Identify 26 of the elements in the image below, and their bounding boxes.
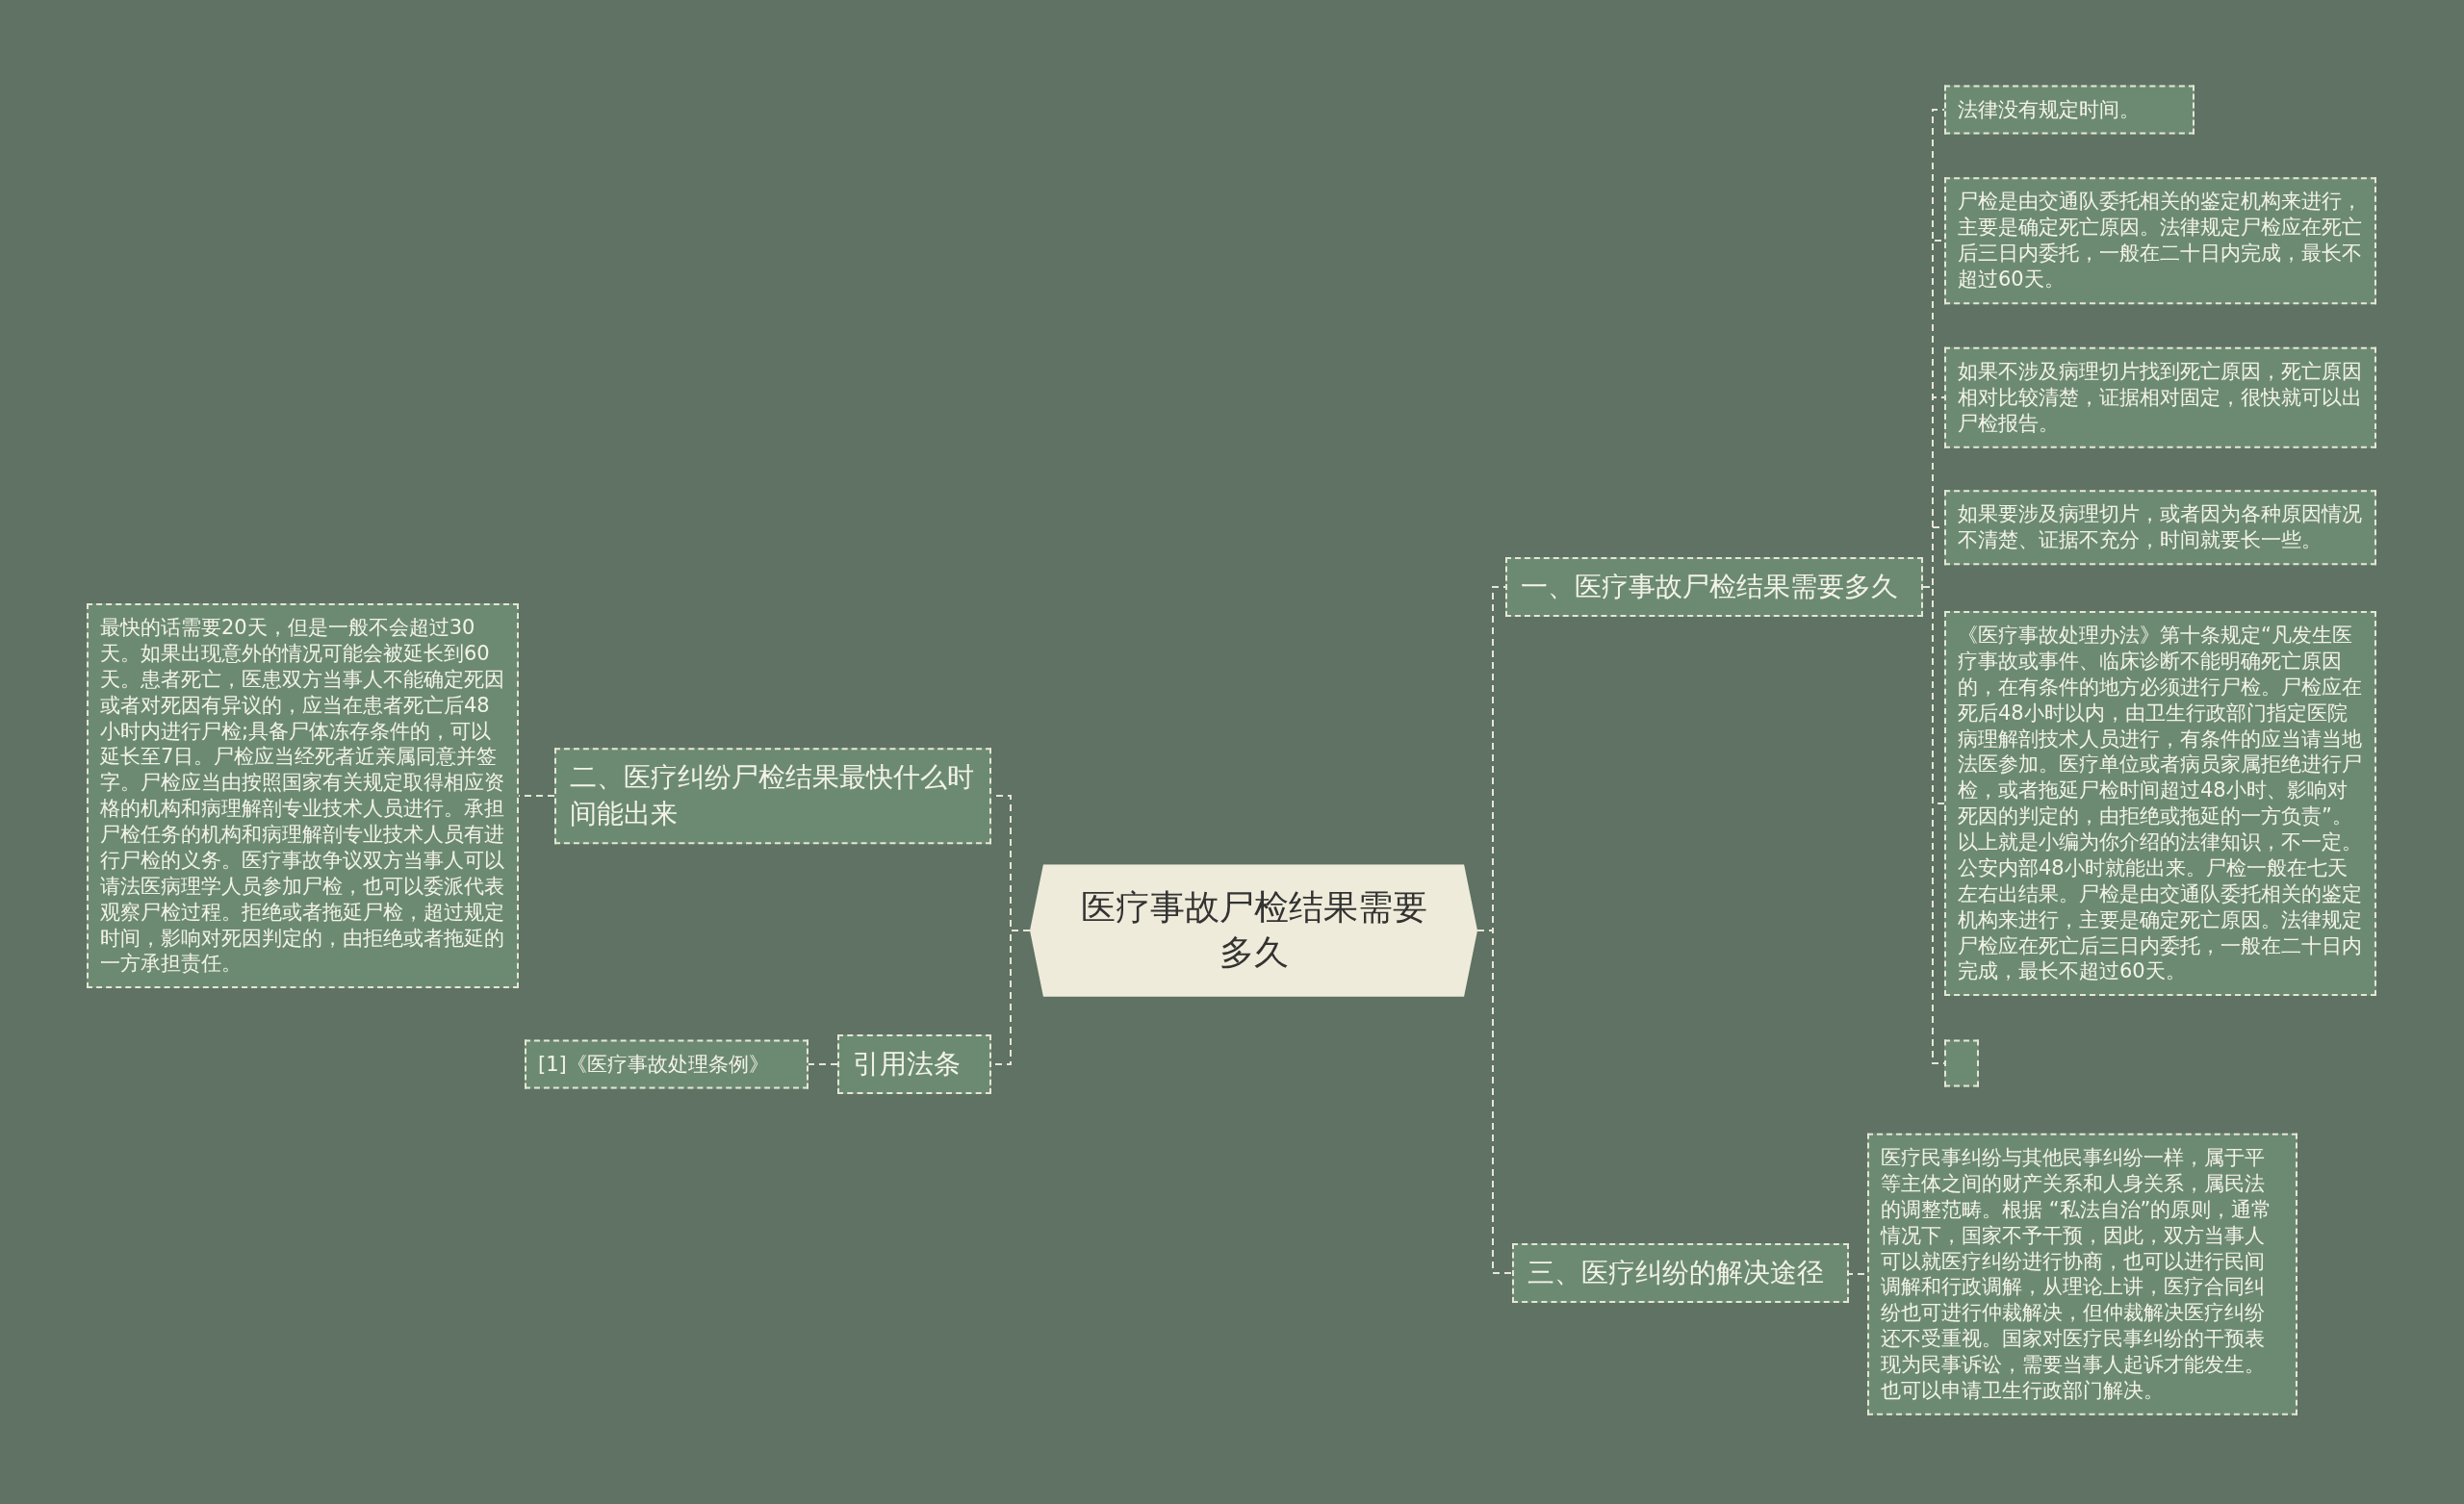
branch-box bbox=[554, 748, 991, 844]
note-box bbox=[1944, 177, 2376, 304]
note-text: 如果不涉及病理切片找到死亡原因，死亡原因相对比较清楚，证据相对固定，很快就可以出尸检报告。 bbox=[1958, 358, 2363, 437]
note-box bbox=[1944, 490, 2376, 565]
branch-box bbox=[837, 1034, 991, 1094]
empty-box bbox=[1944, 1039, 1979, 1087]
branch-box bbox=[1512, 1243, 1849, 1303]
central-topic bbox=[1030, 864, 1477, 997]
note-box bbox=[525, 1039, 808, 1089]
note-box bbox=[1867, 1133, 2297, 1415]
note-text: 法律没有规定时间。 bbox=[1958, 96, 2141, 123]
note-text: [1]《医疗事故处理条例》 bbox=[538, 1051, 770, 1078]
note-box bbox=[1944, 346, 2376, 448]
note-text: 《医疗事故处理办法》第十条规定“凡发生医疗事故或事件、临床诊断不能明确死亡原因的，在有条件的地方必须进行尸检。尸检应在死后48小时以内，由卫生行政部门指定医院病理解剖技术人员进行，有条件的应当请当地法医参加。医疗单位或者病员家属拒绝进行尸检，或者拖延尸检时间超过48小时、影响对死因的判定的，由拒绝或拖延的一方负责”。以上就是小编为你介绍的法律知识，不一定。公安内部48小时就能出来。尸检一般在七天左右出结果。尸检是由交通队委托相关的鉴定机构来进行，主要是确定死亡原因。法律规定尸检应在死亡后三日内委托，一般在二十日内完成，最长不超过60天。 bbox=[1958, 622, 2363, 985]
topic-title: 医疗事故尸检结果需要多久 bbox=[1079, 886, 1428, 974]
note-box bbox=[1944, 85, 2194, 135]
note-text: 最快的话需要20天，但是一般不会超过30天。如果出现意外的情况可能会被延长到60天。患者死亡，医患双方当事人不能确定死因或者对死因有异议的，应当在患者死亡后48小时内进行尸检;具备尸体冻存条件的，可以延长至7日。尸检应当经死者近亲属同意并签字。尸检应当由按照国家有关规定取得相应资格的机构和病理解剖专业技术人员进行。承担尸检任务的机构和病理解剖专业技术人员有进行尸检的义务。医疗事故争议双方当事人可以请法医病理学人员参加尸检，也可以委派代表观察尸检过程。拒绝或者拖延尸检，超过规定时间，影响对死因判定的，由拒绝或者拖延的一方承担责任。 bbox=[100, 614, 505, 978]
branch-box bbox=[1505, 557, 1923, 617]
branch-label: 引用法条 bbox=[853, 1047, 962, 1083]
branch-label: 二、医疗纠纷尸检结果最快什么时间能出来 bbox=[570, 760, 975, 831]
note-text: 尸检是由交通队委托相关的鉴定机构来进行，主要是确定死亡原因。法律规定尸检应在死亡后三日内委托，一般在二十日内完成，最长不超过60天。 bbox=[1958, 189, 2363, 293]
note-text: 如果要涉及病理切片，或者因为各种原因情况不清楚、证据不充分，时间就要长一些。 bbox=[1958, 501, 2363, 553]
connector-line bbox=[808, 1063, 838, 1065]
note-text: 医疗民事纠纷与其他民事纠纷一样，属于平等主体之间的财产关系和人身关系，属民法的调整范畴。根据 “私法自治”的原则，通常情况下，国家不予干预，因此，双方当事人可以就医疗纠纷进行协商，也可以进行民间调解和行政调解，从理论上讲，医疗合同纠纷也可进行仲裁解决，但仲裁解决医疗纠纷还不受重视。国家对医疗民事纠纷的干预表现为民事诉讼，需要当事人起诉才能发生。也可以申请卫生行政部门解决。 bbox=[1881, 1144, 2273, 1404]
branch-label: 一、医疗事故尸检结果需要多久 bbox=[1521, 570, 1899, 605]
branch-label: 三、医疗纠纷的解决途径 bbox=[1527, 1256, 1825, 1291]
